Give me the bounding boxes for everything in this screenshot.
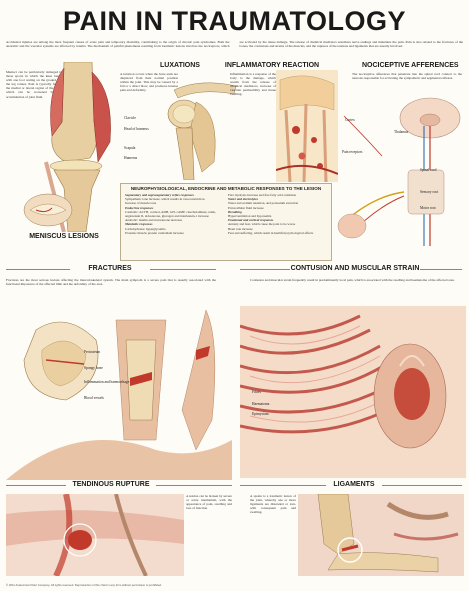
copyright-footer: © 2011 Anatomical Chart Company. All rig… <box>6 583 162 587</box>
ligament-illustration <box>298 494 464 576</box>
inflammatory-text: Inflammation is a response of the body t… <box>230 72 276 97</box>
label-fibres: Fibres <box>252 390 261 394</box>
resp-head-water: Water and electrolytes <box>228 197 258 202</box>
label-blood-vessels: Blood vessels <box>84 396 104 400</box>
label-spongy-bone: Spongy bone <box>84 366 103 370</box>
fractures-illustration <box>6 309 232 480</box>
resp-item: Anabolic: insulin and testosterone decre… <box>125 218 183 223</box>
label-motor-root: Motor root <box>420 206 436 210</box>
page-title: PAIN IN TRAUMATOLOGY <box>63 6 406 36</box>
label-inflammation: Inflammation and haemorrhage <box>84 380 130 384</box>
resp-item: Water and sodium retention, and potassiu… <box>228 201 299 206</box>
tendon-illustration <box>6 494 184 576</box>
label-scapula: Scapula <box>124 146 136 150</box>
resp-item: Heart rate increase <box>228 226 253 231</box>
nociceptive-illustration <box>337 97 461 246</box>
tendinous-text: A tendon can be broken by severe or acut… <box>186 494 232 511</box>
label-humerus: Humerus <box>124 156 138 160</box>
label-periosteum: Periosteum <box>84 350 101 354</box>
responses-left-column: Segmentary and suprasegmentary reflex re… <box>125 193 224 235</box>
label-epimysium: Epimysium <box>252 412 269 416</box>
resp-item: Carbohydrates: hyperglycemia <box>125 226 166 231</box>
contusion-text: Contusion and muscular strain frequently… <box>250 278 455 282</box>
resp-head-reflex: Segmentary and suprasegmentary reflex re… <box>125 193 194 197</box>
ligaments-heading: LIGAMENTS <box>326 481 382 488</box>
label-sensory-root: Sensory root <box>420 190 439 194</box>
intro-text: Accidental injuries are among the most f… <box>6 40 463 49</box>
label-thalamus: Thalamus <box>394 130 409 134</box>
nociceptive-text: The nociceptive afferences that penetrat… <box>352 72 462 81</box>
inflammation-illustration <box>276 70 338 182</box>
meniscus-text: Menisci can be particularly damaged in t… <box>6 70 62 99</box>
nociceptive-heading: NOCICEPTIVE AFFERENCES <box>362 62 459 69</box>
responses-box-title: NEUROPHYSIOLOGICAL, ENDOCRINE AND METABO… <box>130 186 322 191</box>
resp-head-metabolic: Metabolic responses <box>125 222 153 227</box>
label-cortex: Cortex <box>345 118 355 122</box>
ligaments-text: A sprain is a traumatic lesion of the jo… <box>250 494 296 515</box>
resp-item: Hyperventilation and hypoxemia <box>228 214 272 219</box>
contusion-illustration <box>240 306 466 478</box>
resp-head-emotional: Emotional and cortical responses <box>228 218 274 223</box>
resp-item: Proteins: muscle protein catabolism incr… <box>125 230 184 235</box>
label-head-humerus: Head of humerus <box>124 127 149 131</box>
resp-item: Anxiety and fear, which cause the pain t… <box>228 222 296 227</box>
luxations-text: A luxation occurs when the bone ends are… <box>120 72 178 93</box>
resp-head-breathing: Breathing <box>228 209 242 214</box>
resp-item: Sympathetic tone increase, which results… <box>125 197 205 202</box>
resp-item: Fear and suffering, which result in harm… <box>228 230 314 235</box>
meniscus-heading: MENISCUS LESIONS <box>29 233 99 240</box>
knee-illustration <box>23 62 111 232</box>
fractures-heading: FRACTURES <box>70 265 150 272</box>
label-spinal-cord: Spinal cord <box>420 168 437 172</box>
label-pain-receptors: Pain receptors <box>342 150 363 154</box>
tendinous-heading: TENDINOUS RUPTURE <box>66 481 156 488</box>
resp-item: Fats: lipolysis increase and free fatty … <box>228 193 297 197</box>
inflammatory-heading: INFLAMMATORY REACTION <box>224 62 320 69</box>
contusion-heading: CONTUSION AND MUSCULAR STRAIN <box>290 265 420 272</box>
responses-right-column: Fats: lipolysis increase and free fatty … <box>228 193 327 235</box>
resp-item: Catabolic: ACTH, cortisol, ADH, GH, cAMP… <box>125 209 216 219</box>
label-haematoma: Haematoma <box>252 402 270 406</box>
luxations-heading: LUXATIONS <box>160 62 200 69</box>
resp-item: Extracellular fluid increase <box>228 205 264 210</box>
resp-head-endocrine: Endocrine responses <box>125 205 154 210</box>
label-clavicle: Clavicle <box>124 116 136 120</box>
responses-box: NEUROPHYSIOLOGICAL, ENDOCRINE AND METABO… <box>120 183 332 261</box>
shoulder-illustration <box>167 82 237 180</box>
resp-item: Increase of muscle tone <box>125 201 157 206</box>
fractures-text: Fractures are the most serious lesions a… <box>6 278 216 287</box>
